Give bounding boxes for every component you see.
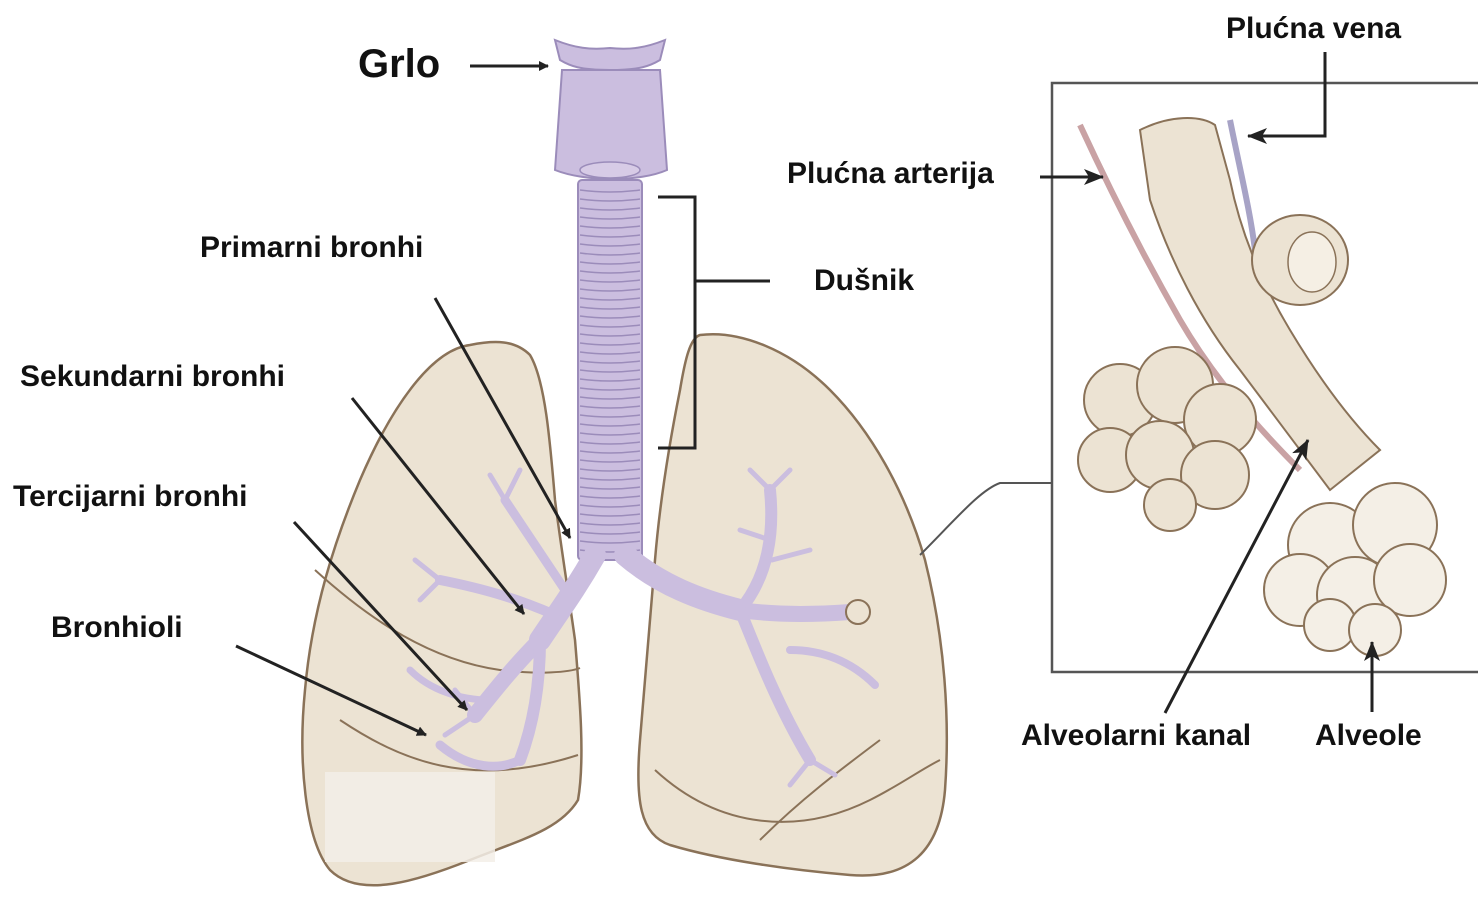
upper-alveolar-sac — [1078, 347, 1256, 531]
label-bronhioli: Bronhioli — [51, 613, 183, 643]
inset-connector — [920, 483, 1052, 555]
right-lung — [638, 334, 946, 875]
label-plucna-vena: Plućna vena — [1226, 14, 1401, 44]
label-primarni-bronhi: Primarni bronhi — [200, 233, 423, 263]
label-alveole: Alveole — [1315, 721, 1422, 751]
trachea — [555, 40, 667, 560]
lower-alveolar-sac — [1264, 483, 1446, 656]
alveoli-inset — [1052, 83, 1478, 672]
label-alveolarni-kanal: Alveolarni kanal — [1021, 721, 1251, 751]
label-sekundarni-bronhi: Sekundarni bronhi — [20, 362, 285, 392]
label-tercijarni-bronhi: Tercijarni bronhi — [13, 482, 247, 512]
label-dusnik: Dušnik — [814, 266, 914, 296]
label-grlo: Grlo — [358, 44, 440, 84]
label-plucna-arterija: Plućna arterija — [787, 159, 994, 189]
